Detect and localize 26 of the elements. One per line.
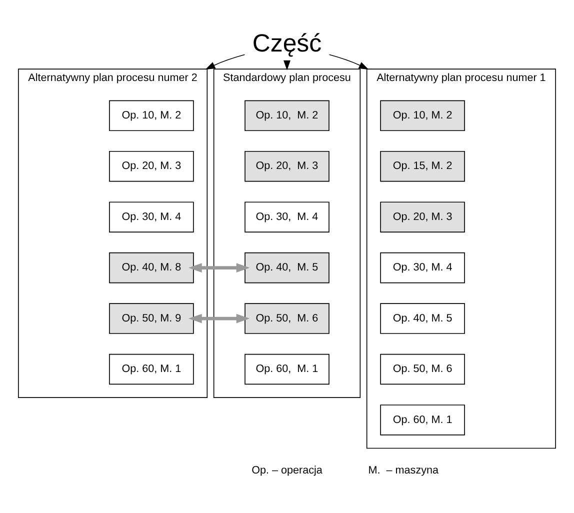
node-box: Op. 40, M. 8 [109,252,194,283]
arrow [188,262,250,272]
arrow [328,54,369,70]
node-box: Op. 15, M. 2 [380,150,465,182]
node-box: Op. 10, M. 2 [109,100,194,131]
node-box: Op. 20, M. 3 [109,150,194,182]
label: Op. – operacja [252,464,322,476]
label: M. – maszyna [368,464,439,476]
node-box: Op. 50, M. 9 [109,302,194,334]
node-box: Op. 60, M. 1 [380,404,465,435]
node-box: Op. 40, M. 5 [380,302,465,334]
node-box: Op. 10, M. 2 [244,100,330,131]
arrow [205,54,246,70]
node-box: Op. 30, M. 4 [109,201,194,232]
node-box: Op. 60, M. 1 [244,353,330,384]
node-box: Op. 10, M. 2 [380,100,465,131]
node-box: Op. 50, M. 6 [244,302,330,334]
node-box: Op. 40, M. 5 [244,252,330,283]
node-box: Op. 30, M. 4 [244,201,330,232]
node-box: Op. 60, M. 1 [109,353,194,384]
arrow [188,313,250,323]
node-box: Op. 50, M. 6 [380,353,465,384]
node-box: Op. 30, M. 4 [380,252,465,283]
node-box: Op. 20, M. 3 [244,150,330,182]
node-box: Op. 20, M. 3 [380,201,465,232]
node-text: Część [252,29,322,58]
